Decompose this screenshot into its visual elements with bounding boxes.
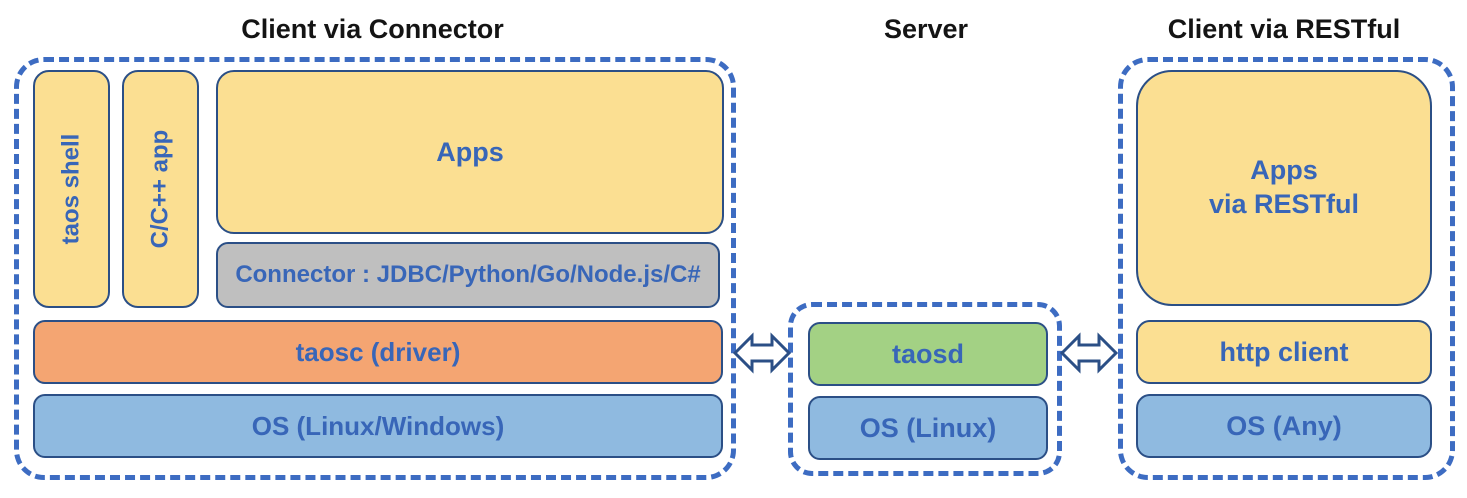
http-client-box: http client [1136,320,1432,384]
server-group [788,302,1062,476]
os-any-box: OS (Any) [1136,394,1432,458]
taos-shell-label: taos shell [57,133,85,245]
bidirectional-arrow-icon-left [733,331,791,375]
client-restful-group [1118,57,1455,480]
apps-via-restful-box: Apps via RESTful [1136,70,1432,306]
title-server: Server [883,14,969,44]
os-linux-windows-box: OS (Linux/Windows) [33,394,723,458]
bidirectional-arrow-icon-right [1060,331,1118,375]
client-connector-group [14,57,736,480]
apps-via-restful-label-line1: Apps [1250,155,1318,186]
taosc-driver-label: taosc (driver) [295,336,461,367]
os-linux-box: OS (Linux) [808,396,1048,460]
os-linux-label: OS (Linux) [859,412,997,443]
http-client-label: http client [1219,336,1349,367]
apps-box: Apps [216,70,724,234]
cpp-app-label: C/C++ app [146,129,174,249]
cpp-app-box: C/C++ app [122,70,199,308]
os-any-label: OS (Any) [1226,410,1342,441]
taos-shell-box: taos shell [33,70,110,308]
taosd-label: taosd [891,338,964,369]
title-client-via-restful: Client via RESTful [1167,14,1401,44]
apps-via-restful-label-line2: via RESTful [1208,189,1360,219]
taosd-box: taosd [808,322,1048,386]
taosc-driver-box: taosc (driver) [33,320,723,384]
connector-box: Connector : JDBC/Python/Go/Node.js/C# [216,242,720,308]
connector-label: Connector : JDBC/Python/Go/Node.js/C# [235,261,701,288]
title-client-via-connector: Client via Connector [241,14,504,44]
apps-label: Apps [436,136,504,167]
os-linux-windows-label: OS (Linux/Windows) [251,410,505,441]
